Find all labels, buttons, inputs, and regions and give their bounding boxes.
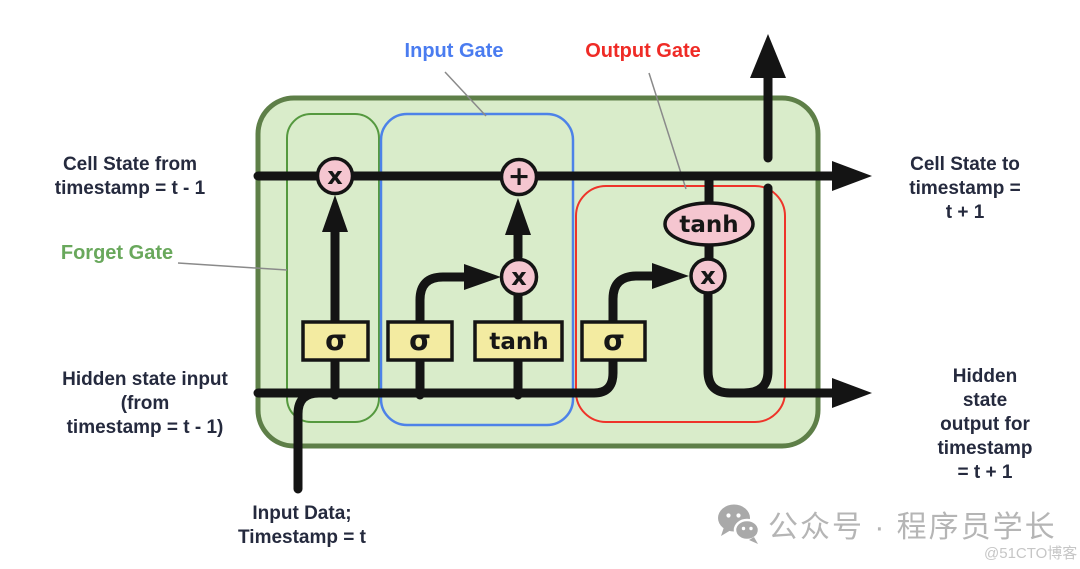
hidden-out-arrowhead bbox=[832, 378, 872, 408]
forget-up-arrowhead bbox=[322, 195, 348, 232]
output-gate-label: Output Gate bbox=[585, 40, 701, 62]
forget-multiply-glyph: x bbox=[327, 162, 343, 190]
watermark-text: 公众号 · 程序员学长 bbox=[768, 511, 1057, 544]
add-circle bbox=[499, 157, 539, 197]
hidden-state-in-label: Hidden state input (from timestamp = t -… bbox=[62, 369, 228, 438]
add-up-arrowhead bbox=[505, 198, 531, 235]
forget-sigma-box bbox=[301, 320, 370, 362]
candidate-tanh-box bbox=[473, 320, 564, 362]
add-glyph: + bbox=[507, 161, 531, 192]
output-sigma-box bbox=[580, 320, 647, 362]
output-multiply-circle bbox=[689, 257, 727, 295]
input-gate-label: Input Gate bbox=[404, 40, 504, 62]
input-data-line bbox=[293, 388, 324, 494]
output-multiply-glyph: x bbox=[700, 262, 716, 290]
cell-state-in-label: Cell State from timestamp = t - 1 bbox=[54, 154, 206, 199]
unit-boxes bbox=[301, 320, 647, 362]
op-nodes bbox=[315, 156, 755, 297]
forget-gate-outline bbox=[286, 113, 380, 423]
input-gate-outline bbox=[379, 112, 575, 427]
output-right-arrowhead bbox=[652, 263, 689, 289]
output-tanh-ellipse bbox=[663, 201, 755, 247]
output-sigma-glyph: σ bbox=[603, 324, 625, 357]
input-sigma-curve bbox=[415, 272, 469, 331]
input-right-arrowhead bbox=[464, 264, 501, 290]
output-tanh-glyph: tanh bbox=[679, 212, 739, 238]
forget-multiply-circle bbox=[315, 156, 355, 196]
output-gate-pointer-line bbox=[648, 72, 687, 190]
cell-state-out-label: Cell State to timestamp = t + 1 bbox=[909, 154, 1021, 223]
hidden-state-out-label: Hidden state output for timestamp = t + … bbox=[937, 366, 1033, 483]
input-multiply-glyph: x bbox=[511, 263, 527, 291]
arrowheads bbox=[322, 34, 872, 408]
input-sigma-glyph: σ bbox=[409, 324, 431, 357]
input-multiply-circle bbox=[499, 257, 539, 297]
input-sigma-box bbox=[386, 320, 454, 362]
input-gate-pointer-line bbox=[444, 71, 487, 117]
cell-state-arrowhead bbox=[832, 161, 872, 191]
forget-sigma-glyph: σ bbox=[325, 324, 347, 357]
forget-gate-pointer-line bbox=[177, 262, 288, 271]
watermark-handle: @51CTO博客 bbox=[984, 545, 1078, 562]
input-data-label: Input Data; Timestamp = t bbox=[238, 503, 366, 548]
output-sigma-curve bbox=[608, 271, 657, 331]
hidden-state-line bbox=[253, 333, 618, 398]
output-gate-outline bbox=[575, 185, 786, 423]
top-output-arrowhead bbox=[750, 34, 786, 78]
wechat-icon bbox=[718, 504, 761, 544]
candidate-tanh-glyph: tanh bbox=[489, 329, 549, 355]
forget-gate-label: Forget Gate bbox=[60, 242, 174, 264]
